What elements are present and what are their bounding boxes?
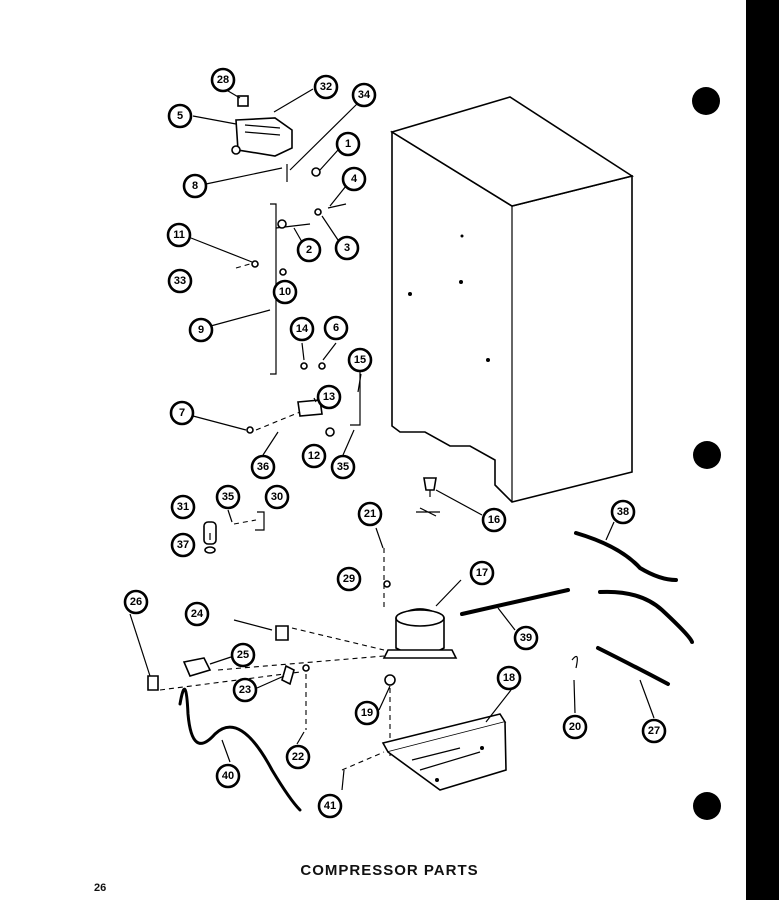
callout-24: 24 [184,601,210,627]
cabinet-drawing [390,96,634,503]
callout-21: 21 [357,501,383,527]
callout-33: 33 [167,268,193,294]
page-title: COMPRESSOR PARTS [300,862,479,879]
binder-hole-bottom [693,792,721,820]
callout-11: 11 [166,222,192,248]
callout-label: 2 [306,244,312,256]
callout-label: 15 [354,354,366,366]
callout-32: 32 [313,74,339,100]
tubing-drawing [147,531,694,812]
binder-hole-top [692,87,720,115]
page-number: 26 [94,882,107,894]
leader-lines [129,87,655,791]
callout-13: 13 [316,384,342,410]
callout-14: 14 [289,316,315,342]
callout-label: 37 [177,539,189,551]
callout-34: 34 [351,82,377,108]
callout-label: 29 [343,573,355,585]
callout-5: 5 [167,103,193,129]
page-edge-strip [746,0,779,900]
callout-label: 22 [292,751,304,763]
callout-9: 9 [188,317,214,343]
callout-label: 26 [130,596,142,608]
callout-31: 31 [170,494,196,520]
callout-8: 8 [182,173,208,199]
callout-label: 30 [271,491,283,503]
callout-4: 4 [341,166,367,192]
callout-label: 21 [364,508,376,520]
callout-label: 17 [476,567,488,579]
callout-label: 24 [191,608,204,620]
callout-18: 18 [496,665,522,691]
callout-17: 17 [469,560,495,586]
callout-label: 1 [345,138,351,150]
callout-label: 6 [333,322,339,334]
callout-28-top: 28 [210,67,236,93]
callout-label: 8 [192,180,198,192]
callout-7: 7 [169,400,195,426]
callout-3: 3 [334,235,360,261]
callout-label: 28 [217,74,229,86]
callout-1: 1 [335,131,361,157]
callout-2: 2 [296,237,322,263]
callout-label: 27 [648,725,660,737]
callout-label: 39 [520,632,532,644]
callout-38: 38 [610,499,636,525]
callout-20: 20 [562,714,588,740]
callout-41: 41 [317,793,343,819]
base-plate-drawing [381,713,507,791]
callout-label: 10 [279,286,291,298]
callout-36-left: 36 [250,454,276,480]
callout-6: 6 [323,315,349,341]
callout-label: 33 [174,275,186,287]
callout-label: 19 [361,707,373,719]
callout-label: 4 [351,173,358,185]
callout-label: 9 [198,324,204,336]
callout-25: 25 [230,642,256,668]
callout-15: 15 [347,347,373,373]
callout-label: 23 [239,684,251,696]
callout-label: 32 [320,81,332,93]
callout-label: 25 [237,649,249,661]
callout-label: 36 [257,461,269,473]
compressor-drawing [159,477,458,760]
callout-label: 18 [503,672,515,684]
callout-label: 40 [222,770,234,782]
callout-label: 38 [617,506,629,518]
callout-label: 7 [179,407,185,419]
callout-label: 20 [569,721,581,733]
callout-label: 35 [337,461,349,473]
callout-10: 10 [272,279,298,305]
callout-26: 26 [123,589,149,615]
callout-label: 11 [173,229,185,241]
callout-label: 13 [323,391,335,403]
callout-label: 3 [344,242,350,254]
callout-label: 34 [358,89,371,101]
binder-hole-middle [693,441,721,469]
icemaker-drawing [231,95,347,216]
callout-30: 30 [264,484,290,510]
callout-37: 37 [170,532,196,558]
callout-35-left: 35 [215,484,241,510]
callout-12: 12 [301,443,327,469]
callout-40: 40 [215,763,241,789]
callout-label: 14 [296,323,309,335]
callout-19: 19 [354,700,380,726]
callout-label: 12 [308,450,320,462]
callout-22: 22 [285,744,311,770]
callout-label: 16 [488,514,500,526]
small-parts-left-drawing [203,511,265,554]
callout-27: 27 [641,718,667,744]
callout-label: 35 [222,491,234,503]
callout-label: 31 [177,501,189,513]
callout-label: 41 [324,800,336,812]
callout-16: 16 [481,507,507,533]
callout-35-right: 35 [330,454,356,480]
callout-29: 29 [336,566,362,592]
callout-39: 39 [513,625,539,651]
callout-23: 23 [232,677,258,703]
callout-label: 5 [177,110,183,122]
